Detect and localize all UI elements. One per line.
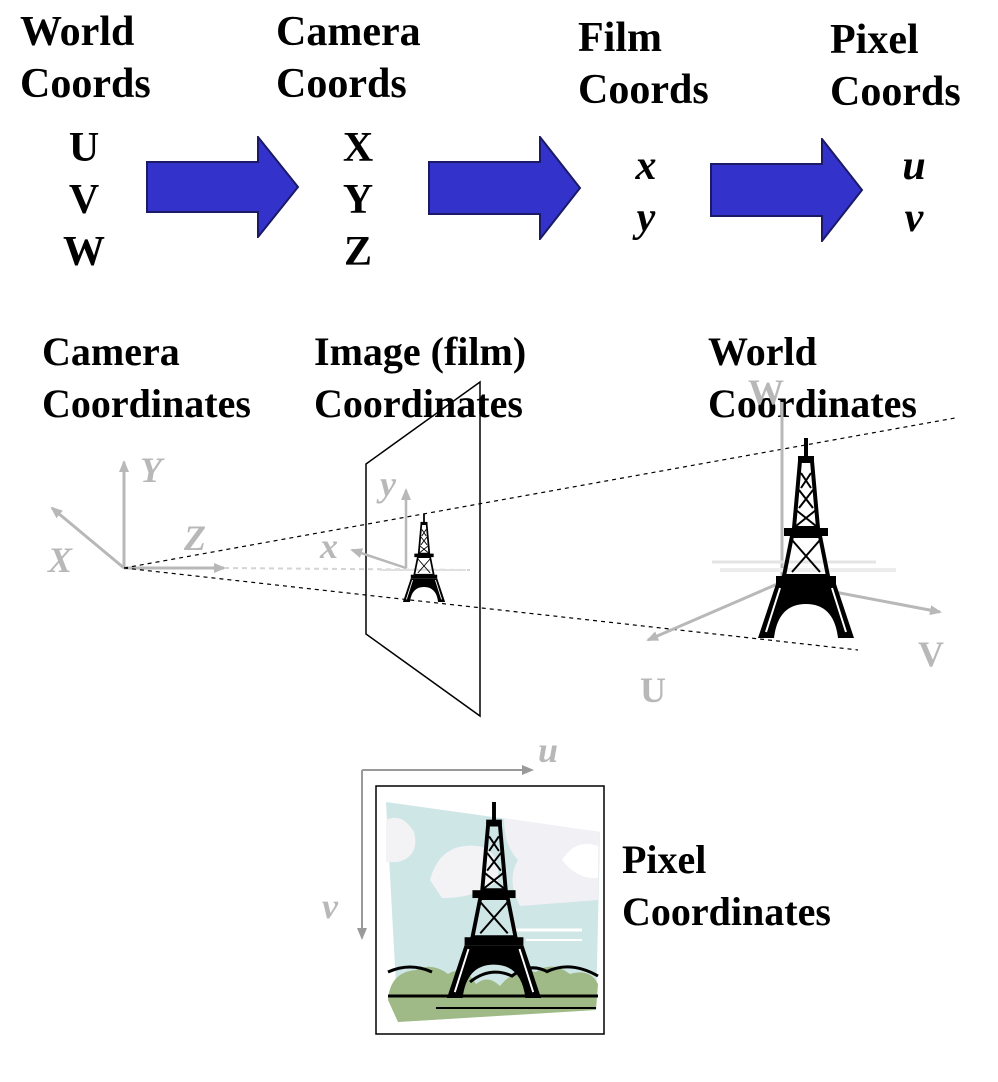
world-u-label: U (640, 670, 666, 710)
camera-coords-title: Camera Coords (276, 9, 421, 107)
pixel-u-label: u (538, 730, 558, 770)
world-vars: U V W (63, 125, 105, 275)
film-plane (365, 380, 481, 718)
world-v-label: V (918, 634, 944, 674)
world-axes: W U V (640, 372, 944, 710)
film-vars: x y (635, 143, 657, 241)
world-coordinates-label: World Coordinates (708, 329, 917, 426)
pixel-v-label: v (322, 886, 339, 926)
image-film-coordinates-label: Image (film) Coordinates (314, 329, 527, 426)
film-coords-title: Film Coords (578, 15, 709, 113)
film-x-label: x (319, 526, 338, 566)
camera-y-label: Y (140, 450, 165, 490)
camera-coordinates-label: Camera Coordinates (42, 329, 251, 426)
film-y-label: y (376, 464, 397, 504)
projection-ray-bottom (123, 567, 859, 651)
world-to-camera-arrow (146, 136, 300, 238)
camera-x-label: X (47, 540, 73, 580)
projection-ray-top (123, 417, 956, 569)
film-tower-image (402, 513, 446, 603)
pixel-image (375, 785, 605, 1035)
camera-axes: Y X Z (47, 450, 471, 580)
world-tower (756, 436, 856, 640)
pixel-coordinates-label: Pixel Coordinates (622, 837, 831, 934)
camera-vars: X Y Z (342, 125, 374, 275)
world-w-label: W (748, 372, 784, 412)
world-coords-title: World Coords (20, 9, 151, 107)
film-axes: y x (319, 464, 466, 571)
pixel-vars: u v (902, 143, 926, 241)
camera-z-label: Z (183, 518, 206, 558)
pixel-axes: u v (322, 730, 558, 940)
camera-to-film-arrow (428, 136, 582, 240)
film-to-pixel-arrow (710, 138, 864, 242)
pixel-coords-title: Pixel Coords (830, 17, 961, 115)
